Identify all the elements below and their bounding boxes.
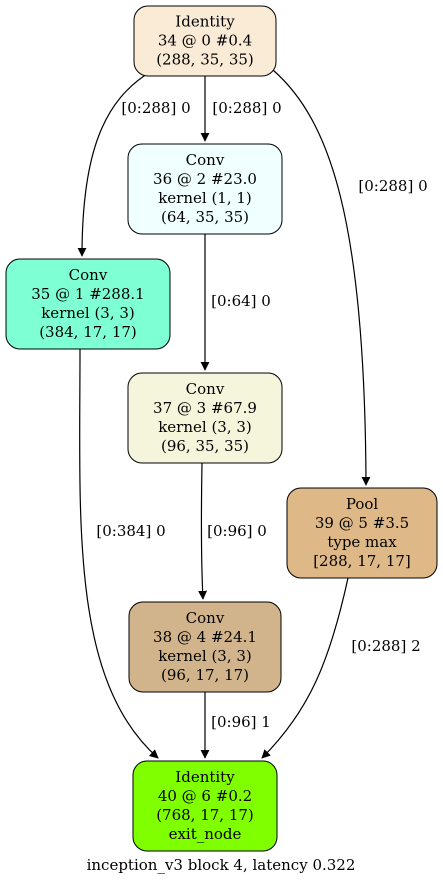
- node-detail-line: (96, 35, 35): [161, 437, 249, 455]
- node-detail-line: exit_node: [169, 825, 242, 843]
- edge-label: [0:288] 2: [351, 637, 420, 655]
- node-detail-line: type max: [327, 533, 397, 551]
- node-detail-line: 37 @ 3 #67.9: [153, 399, 257, 417]
- node-detail-line: (64, 35, 35): [161, 208, 249, 226]
- node-detail-line: (96, 17, 17): [161, 666, 249, 684]
- edge-label: [0:384] 0: [96, 522, 165, 540]
- edge-n39-n40: [261, 577, 349, 759]
- edge-n37-n38: [198, 462, 208, 600]
- node-box: [5, 258, 171, 350]
- node-box: [132, 760, 278, 852]
- edge-label: [0:288] 0: [358, 177, 427, 195]
- node-detail-line: 39 @ 5 #3.5: [315, 514, 409, 532]
- node-detail-line: kernel (3, 3): [41, 304, 135, 322]
- node-op-label: Pool: [346, 495, 379, 513]
- node-op-label: Conv: [69, 266, 108, 284]
- node-op-label: Conv: [186, 380, 225, 398]
- node-detail-line: 36 @ 2 #23.0: [153, 170, 257, 188]
- node-detail-line: (384, 17, 17): [39, 323, 137, 341]
- edge-n34-n35: [77, 71, 151, 257]
- node-box: [127, 372, 283, 464]
- node-op-label: Conv: [186, 151, 225, 169]
- node-detail-line: [288, 17, 17]: [313, 552, 411, 570]
- edge-label: [0:96] 0: [207, 522, 267, 540]
- edge-n34-n39: [272, 69, 371, 486]
- graph-caption: inception_v3 block 4, latency 0.322: [87, 856, 356, 874]
- node-detail-line: 35 @ 1 #288.1: [31, 285, 144, 303]
- edge-n35-n40: [79, 348, 159, 759]
- node-box: [127, 143, 283, 235]
- edge-label: [0:96] 1: [211, 713, 271, 731]
- node-box: [128, 601, 282, 693]
- node-detail-line: kernel (3, 3): [158, 647, 252, 665]
- edge-label: [0:288] 0: [121, 99, 190, 117]
- edge-label: [0:288] 0: [212, 99, 281, 117]
- node-detail-line: (288, 35, 35): [156, 51, 254, 69]
- node-op-label: Identity: [175, 768, 235, 786]
- node-op-label: Conv: [186, 609, 225, 627]
- edge-label: [0:64] 0: [211, 292, 271, 310]
- node-detail-line: kernel (3, 3): [158, 418, 252, 436]
- edges-layer: [0:288] 0 [0:288] 0 [0:288] 0 [0:64] 0 [0:38…: [77, 69, 428, 759]
- node-detail-line: 34 @ 0 #0.4: [158, 32, 252, 50]
- node-detail-line: 40 @ 6 #0.2: [158, 787, 252, 805]
- node-detail-line: kernel (1, 1): [158, 189, 252, 207]
- node-box: [286, 487, 438, 579]
- node-op-label: Identity: [175, 13, 235, 31]
- node-detail-line: (768, 17, 17): [156, 806, 254, 824]
- node-detail-line: 38 @ 4 #24.1: [153, 628, 257, 646]
- node-box: [133, 5, 277, 77]
